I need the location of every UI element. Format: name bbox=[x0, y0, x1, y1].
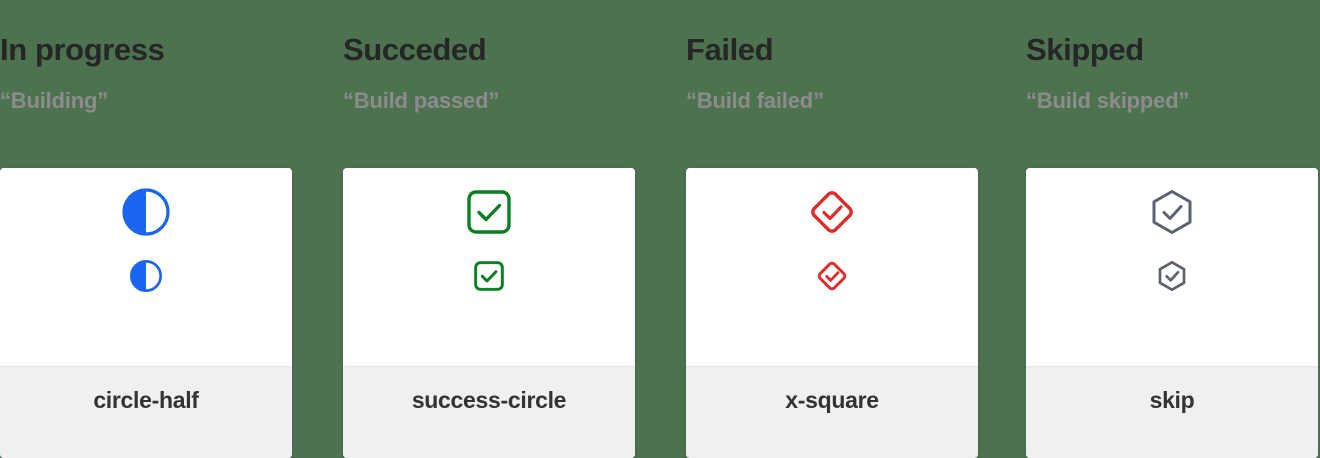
icon-name-label: circle-half bbox=[93, 387, 199, 413]
icon-card-body bbox=[343, 168, 635, 366]
skip-icon-small bbox=[1156, 260, 1188, 292]
circle-half-icon-small bbox=[130, 260, 162, 292]
x-square-icon-small bbox=[816, 260, 848, 292]
skip-icon bbox=[1148, 188, 1196, 236]
icon-card-footer: skip bbox=[1026, 366, 1318, 458]
icon-card-circle-half[interactable]: circle-half bbox=[0, 168, 292, 458]
success-circle-icon-small bbox=[473, 260, 505, 292]
column-subtitle: “Build failed” bbox=[686, 88, 824, 113]
column-subtitle: “Build skipped” bbox=[1026, 88, 1190, 113]
status-column-in-progress: In progress “Building” bbox=[0, 0, 292, 458]
icon-card-body bbox=[1026, 168, 1318, 366]
status-column-skipped: Skipped “Build skipped” bbox=[1026, 0, 1318, 458]
icon-card-footer: circle-half bbox=[0, 366, 292, 458]
x-square-icon bbox=[808, 188, 856, 236]
icon-name-label: success-circle bbox=[411, 387, 567, 413]
circle-half-icon bbox=[122, 188, 170, 236]
icon-card-success-circle[interactable]: success-circle bbox=[343, 168, 635, 458]
column-subtitle: “Building” bbox=[0, 88, 108, 113]
icon-name-label: skip bbox=[1149, 387, 1195, 413]
icon-card-footer: x-square bbox=[686, 366, 978, 458]
column-title: Succeded bbox=[343, 32, 487, 67]
icon-card-body bbox=[686, 168, 978, 366]
column-title: In progress bbox=[0, 32, 165, 67]
column-subtitle: “Build passed” bbox=[343, 88, 500, 113]
icon-card-footer: success-circle bbox=[343, 366, 635, 458]
success-circle-icon bbox=[465, 188, 513, 236]
icon-card-body bbox=[0, 168, 292, 366]
status-column-succeded: Succeded “Build passed” bbox=[343, 0, 635, 458]
column-title: Failed bbox=[686, 32, 774, 67]
status-column-failed: Failed “Build failed” bbox=[686, 0, 978, 458]
icon-name-label: x-square bbox=[785, 387, 879, 413]
icon-card-skip[interactable]: skip bbox=[1026, 168, 1318, 458]
icon-card-x-square[interactable]: x-square bbox=[686, 168, 978, 458]
column-title: Skipped bbox=[1026, 32, 1144, 67]
